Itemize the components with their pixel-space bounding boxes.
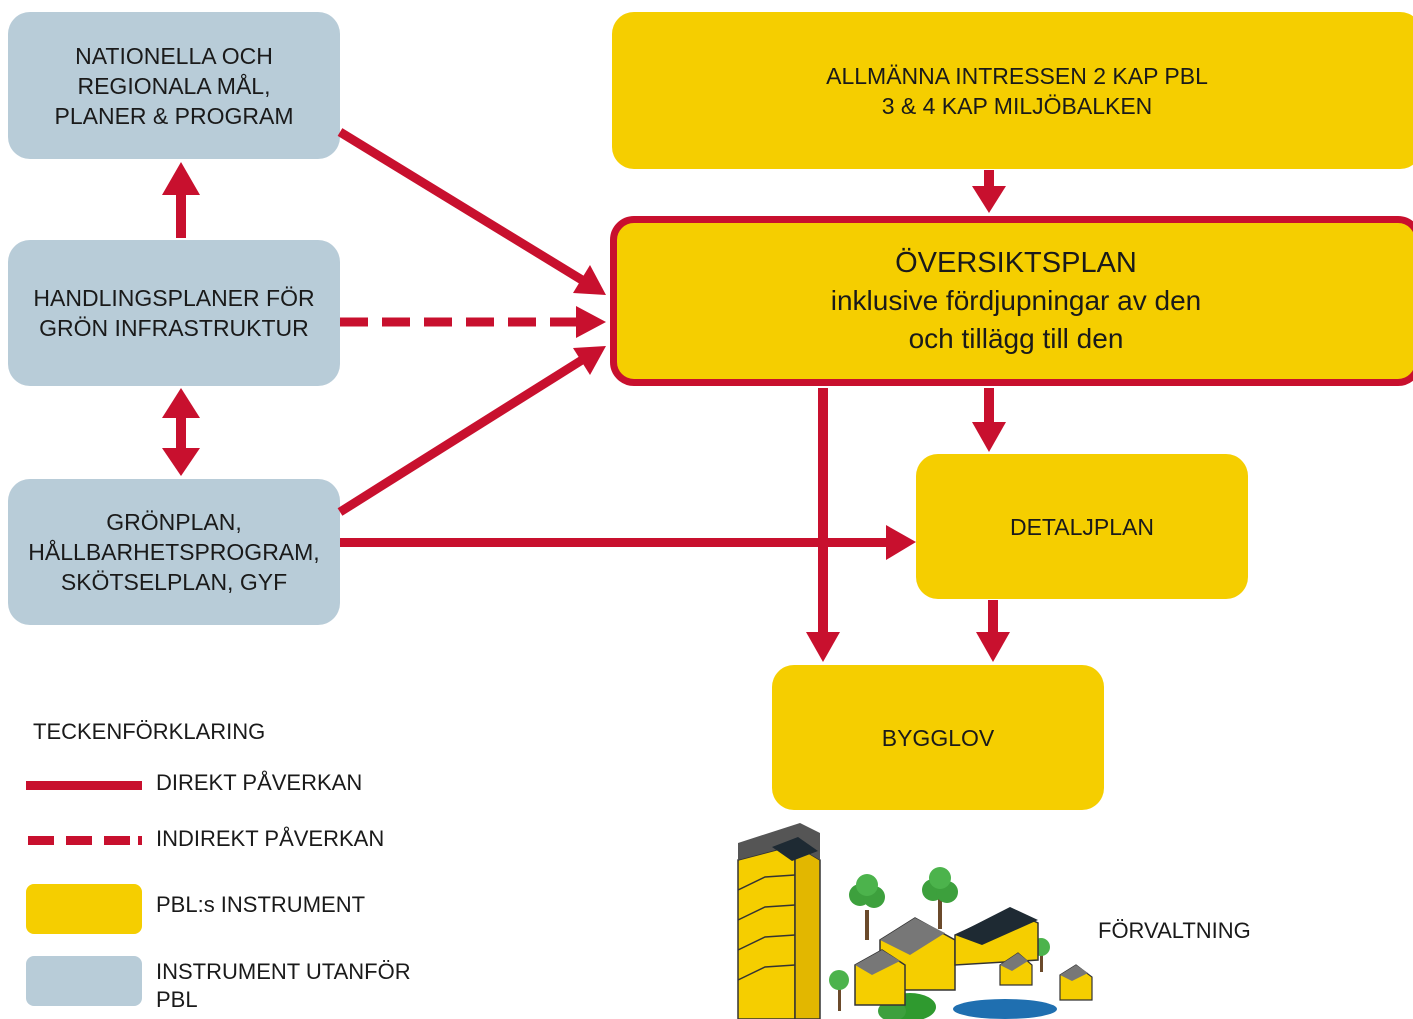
legend-yellow-swatch bbox=[26, 884, 142, 934]
box-text-line: REGIONALA MÅL, bbox=[77, 72, 271, 99]
box-text-line: PLANER & PROGRAM bbox=[54, 102, 294, 129]
oversiktsplan-line: och tillägg till den bbox=[908, 323, 1124, 354]
box-text-line: ALLMÄNNA INTRESSEN 2 KAP PBL bbox=[826, 62, 1208, 89]
legend-dashed-line bbox=[28, 836, 142, 845]
arrow-head bbox=[806, 632, 840, 662]
arrow-head bbox=[886, 525, 916, 560]
arrow-head bbox=[573, 346, 606, 375]
legend-title: TECKENFÖRKLARING bbox=[33, 719, 266, 744]
arrow-head bbox=[972, 186, 1006, 213]
arrow-shaft bbox=[984, 170, 994, 190]
box-text-line: SKÖTSELPLAN, GYF bbox=[60, 569, 288, 595]
box-text-line: 3 & 4 KAP MILJÖBALKEN bbox=[881, 92, 1153, 119]
legend-solid-line bbox=[26, 781, 142, 790]
box-text-line: HÅLLBARHETSPROGRAM, bbox=[28, 539, 320, 565]
arrow-shaft bbox=[337, 128, 585, 284]
arrow-shaft bbox=[988, 600, 998, 634]
box-handlingsplaner: HANDLINGSPLANER FÖR GRÖN INFRASTRUKTUR bbox=[8, 240, 340, 386]
arrow-head bbox=[972, 422, 1006, 452]
legend-utanfor-line: INSTRUMENT UTANFÖR bbox=[156, 959, 411, 984]
legend-utanfor-line: PBL bbox=[156, 987, 198, 1012]
arrow-head bbox=[976, 632, 1010, 662]
arrow-head bbox=[162, 448, 200, 476]
box-text-line: HANDLINGSPLANER FÖR bbox=[33, 285, 315, 311]
box-text-line: NATIONELLA OCH bbox=[75, 42, 273, 69]
detaljplan-label: DETALJPLAN bbox=[1009, 513, 1154, 540]
arrow-head bbox=[576, 306, 606, 338]
box-gronplan: GRÖNPLAN, HÅLLBARHETSPROGRAM, SKÖTSELPLA… bbox=[8, 479, 340, 625]
box-nationella-mal: NATIONELLA OCH REGIONALA MÅL, PLANER & P… bbox=[8, 12, 340, 159]
arrow-shaft bbox=[337, 356, 585, 516]
arrow-head bbox=[162, 162, 200, 195]
arrow-shaft bbox=[176, 412, 186, 454]
legend-blue-swatch bbox=[26, 956, 142, 1006]
arrow-head bbox=[573, 265, 606, 295]
arrow-head bbox=[162, 388, 200, 418]
oversiktsplan-line: inklusive fördjupningar av den bbox=[830, 285, 1202, 316]
legend-pbl: PBL:s INSTRUMENT bbox=[156, 892, 366, 917]
oversiktsplan-title: ÖVERSIKTSPLAN bbox=[895, 247, 1137, 279]
box-bygglov: BYGGLOV bbox=[772, 665, 1104, 810]
arrow-shaft bbox=[818, 388, 828, 634]
arrow-shaft bbox=[176, 192, 186, 238]
forvaltning-label: FÖRVALTNING bbox=[1098, 918, 1251, 943]
box-oversiktsplan: ÖVERSIKTSPLAN inklusive fördjupningar av… bbox=[610, 216, 1413, 386]
box-allmanna-intressen: ALLMÄNNA INTRESSEN 2 KAP PBL 3 & 4 KAP M… bbox=[612, 12, 1413, 169]
legend-direkt: DIREKT PÅVERKAN bbox=[156, 770, 363, 795]
box-detaljplan: DETALJPLAN bbox=[916, 454, 1248, 599]
bygglov-label: BYGGLOV bbox=[881, 724, 995, 751]
arrow-shaft bbox=[340, 538, 888, 547]
arrow-shaft bbox=[984, 388, 994, 424]
town-illustration-icon bbox=[737, 823, 1093, 1019]
box-text-line: GRÖNPLAN, bbox=[106, 509, 242, 535]
legend-utanfor: INSTRUMENT UTANFÖR PBL bbox=[156, 958, 411, 1014]
legend-indirekt: INDIREKT PÅVERKAN bbox=[156, 826, 385, 851]
box-text-line: GRÖN INFRASTRUKTUR bbox=[39, 315, 309, 341]
